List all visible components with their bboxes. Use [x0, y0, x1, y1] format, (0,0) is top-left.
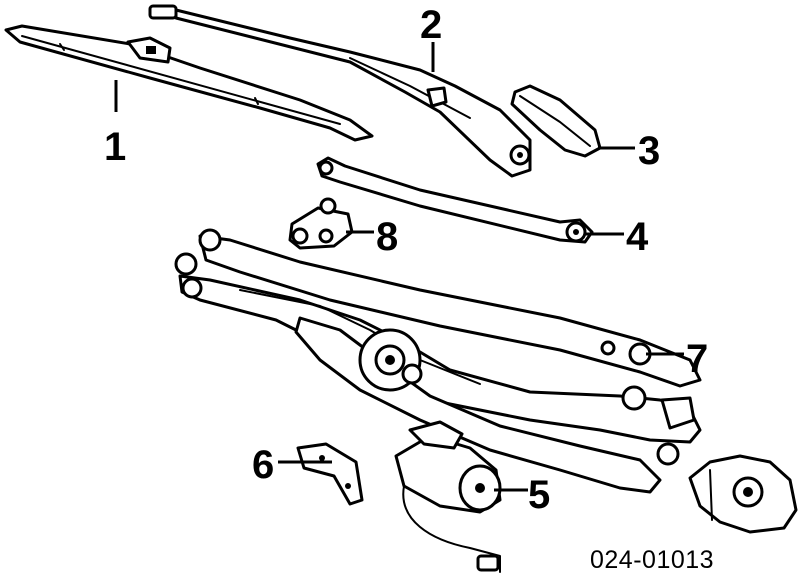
pivot-bracket-part	[288, 197, 354, 250]
arm-cap-part	[510, 84, 602, 158]
callout-5: 5	[528, 473, 550, 517]
reference-code: 024-01013	[590, 546, 714, 574]
callout-2: 2	[420, 3, 442, 47]
mounting-bracket-part	[296, 442, 364, 506]
gear-housing-part	[688, 454, 798, 534]
callout-3: 3	[638, 129, 660, 173]
callout-4: 4	[626, 215, 649, 259]
callout-6: 6	[252, 443, 274, 487]
callout-1: 1	[104, 125, 126, 169]
connecting-rod-part	[316, 156, 594, 244]
wiper-arm-part	[148, 4, 532, 178]
wiper-motor-part	[394, 420, 502, 573]
wiper-linkage-frame-part	[174, 228, 702, 494]
wiper-blade-part	[4, 24, 374, 142]
callout-8: 8	[376, 215, 398, 259]
callout-7: 7	[686, 337, 708, 381]
